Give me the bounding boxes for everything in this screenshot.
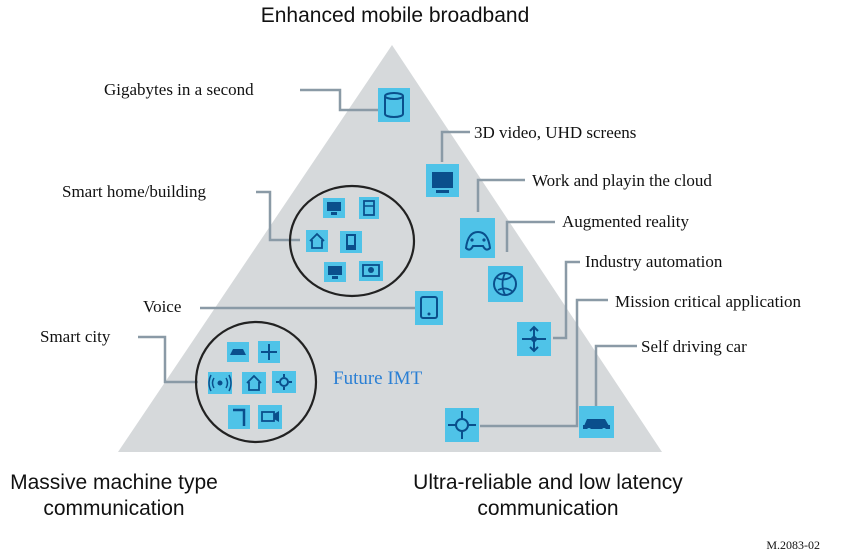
cross-icon <box>258 341 280 363</box>
label-self-driving-car: Self driving car <box>641 337 747 356</box>
document-icon <box>359 197 379 219</box>
smart-city-circle <box>194 320 318 444</box>
label-3d-video: 3D video, UHD screens <box>474 123 636 142</box>
camera-icon <box>359 261 383 281</box>
corner-bottom-right-line1: Ultra-reliable and low latency <box>413 471 683 494</box>
monitor-icon <box>426 164 459 197</box>
corner-top-title: Enhanced mobile broadband <box>260 4 530 27</box>
corner-bottom-left: Massive machine type communication <box>0 470 228 522</box>
label-augmented-reality: Augmented reality <box>562 212 689 231</box>
gear-icon <box>272 371 296 393</box>
corner-bottom-right-line2: communication <box>477 497 619 520</box>
corner-bottom-left-line1: Massive machine type <box>10 471 218 494</box>
label-mission-critical: Mission critical application <box>615 292 802 311</box>
video-icon <box>258 405 282 429</box>
computer-icon <box>323 198 345 218</box>
label-smart-city: Smart city <box>40 327 111 346</box>
database-icon <box>378 88 410 122</box>
label-gigabytes: Gigabytes in a second <box>104 80 254 99</box>
center-label: Future IMT <box>333 368 423 389</box>
tablet-icon <box>415 291 443 325</box>
label-cloud: Work and playin the cloud <box>532 171 712 190</box>
pipe-icon <box>228 405 250 429</box>
smart-home-circle <box>288 184 416 298</box>
home-icon <box>242 372 266 394</box>
corner-bottom-left-line2: communication <box>43 497 185 520</box>
tv-icon <box>324 262 346 282</box>
figure-id: M.2083-02 <box>766 538 820 552</box>
globe-icon <box>488 266 523 302</box>
gamepad-icon <box>460 218 495 258</box>
corner-bottom-right: Ultra-reliable and low latency communica… <box>393 470 703 522</box>
car-icon <box>579 406 614 438</box>
phone-icon <box>340 231 362 253</box>
network-icon <box>517 322 551 356</box>
signal-icon <box>208 372 232 394</box>
car-small-icon <box>227 342 249 362</box>
label-voice: Voice <box>143 297 181 316</box>
leader-lines <box>138 88 637 428</box>
node-icon <box>445 408 479 442</box>
label-smart-home: Smart home/building <box>62 182 207 201</box>
house-icon <box>306 230 328 252</box>
label-industry-automation: Industry automation <box>585 252 723 271</box>
